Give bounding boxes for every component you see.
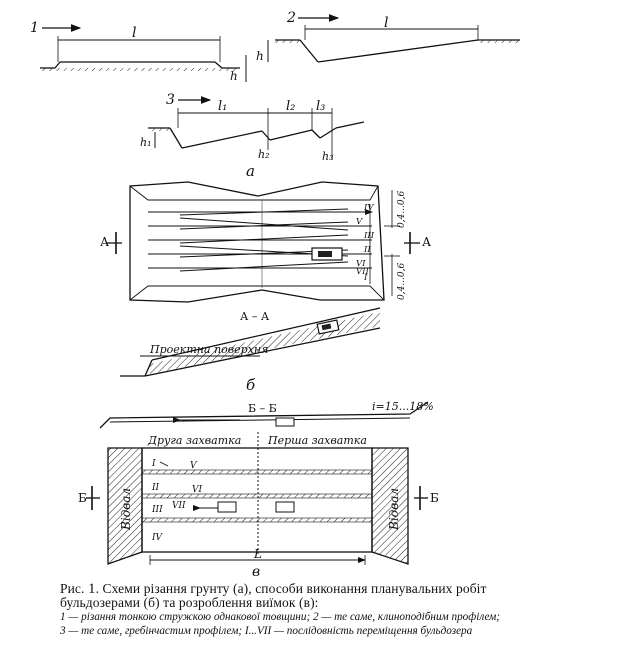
plan-c-pass-6: VІ: [192, 485, 202, 495]
sub-label-b: б: [246, 376, 256, 394]
scheme-3: 3 l₁ l₂ l₃ h₁ h₂ h₃: [140, 92, 365, 163]
plan-c-section-mark-left: Б: [78, 491, 87, 505]
plan-b-pass-6: VІ: [356, 259, 366, 269]
scheme-1-number: 1: [30, 20, 39, 36]
plan-b: [106, 181, 420, 303]
plan-c-pass-4: ІV: [151, 533, 164, 543]
plan-c-zone-2-label: Друга захватка: [147, 434, 241, 447]
scheme-1-depth-label: h: [230, 69, 238, 83]
caption-legend-2: 3 — те саме, гребінчастим профілем; І...…: [60, 625, 473, 637]
plan-c-section-mark-right: Б: [430, 491, 439, 505]
plan-c-slope: i=15...18%: [372, 400, 434, 413]
scheme-1-length-label: l: [132, 25, 136, 41]
plan-b-pass-2: ІІ: [363, 245, 371, 255]
sub-label-c: в: [252, 564, 260, 580]
plan-b-pass-labels: І ІІ ІІІ ІV V VІ VІІ: [356, 203, 375, 283]
plan-b-section-title: А – А: [240, 310, 270, 323]
caption-text-1: . Схеми різання грунту (а), способи вико…: [95, 581, 487, 596]
plan-c-pass-3: ІІІ: [151, 505, 163, 515]
plan-c-excavation: [86, 432, 428, 565]
plan-c-pass-labels: І ІІ ІІІ ІV V VІ VІІ: [151, 459, 202, 543]
scheme-2: 2 h l: [256, 10, 520, 63]
plan-c-pass-2: ІІ: [151, 483, 160, 493]
scheme-2-number: 2: [286, 10, 296, 26]
scheme-3-depth-1-label: h₁: [140, 136, 152, 149]
figure-caption: Рис. 1. Схеми різання грунту (а), способ…: [60, 582, 620, 638]
caption-line-2: бульдозерами (б) та розроблення виїмок (…: [60, 595, 319, 610]
plan-c-length-label: L: [253, 547, 262, 561]
plan-b-pass-7: VІІ: [356, 267, 369, 277]
caption-number: 1: [87, 581, 96, 597]
scheme-3-number: 3: [166, 92, 175, 108]
caption-legend-1: 1 — різання тонкою стружкою однакової то…: [60, 611, 501, 623]
scheme-3-depth-3-label: h₃: [322, 150, 334, 163]
scheme-3-length-3-label: l₃: [316, 99, 325, 114]
plan-c-zone-1-label: Перша захватка: [267, 434, 367, 447]
plan-b-dim-top: 0,4...0,6: [397, 191, 407, 228]
plan-c-spoil-left-label: Відвал: [119, 488, 133, 531]
plan-c-section: [99, 401, 429, 429]
scheme-3-length-2-label: l₂: [286, 99, 295, 114]
plan-c-spoil-right-label: Відвал: [387, 488, 401, 531]
plan-b-section-mark-left: А: [100, 235, 109, 249]
sub-label-a: а: [246, 162, 255, 180]
design-surface-profile: [120, 307, 381, 377]
caption-line-1: Рис. 1. Схеми різання грунту (а), способ…: [60, 581, 620, 597]
plan-b-pass-3: ІІІ: [363, 231, 375, 241]
plan-c-pass-7: VІІ: [172, 501, 186, 511]
plan-b-pass-4: ІV: [363, 203, 374, 213]
scheme-2-length-label: l: [384, 15, 388, 31]
scheme-3-length-1-label: l₁: [218, 99, 227, 114]
plan-c-pass-1: І: [151, 459, 156, 469]
scheme-3-depth-2-label: h₂: [258, 148, 270, 161]
plan-b-pass-5: V: [356, 217, 363, 227]
plan-c-section-title: Б – Б: [248, 402, 277, 415]
design-surface-label: Проектна поверхня: [149, 343, 268, 356]
scheme-1: 1 l h: [30, 20, 247, 83]
plan-b-section-mark-right: А: [422, 235, 431, 249]
cutting-schemes-figure: 1 l h 2 h l 3: [30, 10, 520, 580]
scheme-2-depth-label: h: [256, 49, 264, 63]
plan-b-dim-bottom: 0,4...0,6: [397, 263, 407, 300]
plan-c-pass-5: V: [190, 461, 198, 471]
caption-prefix: Рис.: [60, 581, 85, 596]
plan-b-pass-1: І: [363, 273, 368, 283]
